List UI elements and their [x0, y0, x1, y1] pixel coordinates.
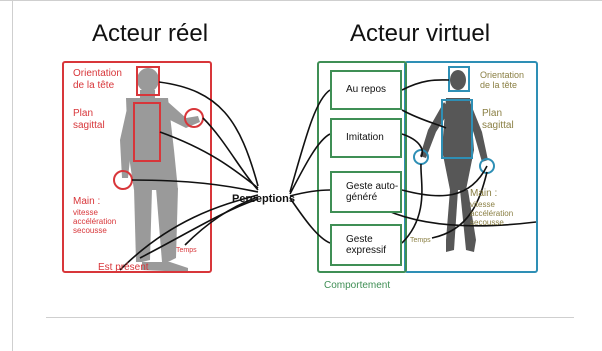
real-hand-heading: Main :: [73, 196, 101, 207]
behavior-group-frame: [317, 61, 407, 273]
real-actor-figure: [120, 68, 200, 272]
real-sagittal-plane-label: Plan sagittal: [73, 108, 105, 131]
behavior-group-label: Comportement: [324, 280, 391, 291]
behavior-expressive: Geste expressif: [330, 224, 402, 266]
real-hand-details: vitesse accélération secousse: [73, 208, 117, 236]
perceptions-label: Perceptions: [232, 193, 295, 205]
real-time-label: Temps: [176, 247, 197, 254]
real-actor-frame: [62, 61, 212, 273]
virtual-head-orientation-label: Orientation de la tête: [480, 70, 525, 91]
real-actor-title: Acteur réel: [92, 20, 209, 47]
virtual-time-label: Temps: [410, 237, 431, 244]
virtual-sagittal-plane-label: Plan sagittal: [482, 108, 514, 131]
frame-top-line: [0, 0, 602, 1]
head-marker-left: [136, 66, 160, 96]
virtual-actor-title: Acteur virtuel: [350, 20, 491, 47]
real-head-orientation-label: Orientation de la tête: [73, 68, 122, 91]
sagittal-marker-virtual: [441, 99, 473, 159]
frame-left-line: [12, 0, 13, 351]
behavior-at-rest: Au repos: [330, 70, 402, 110]
virtual-hand-heading: Main :: [470, 188, 498, 199]
separator-line: [46, 317, 574, 318]
perception-curves: [119, 79, 537, 271]
behavior-imitation: Imitation: [330, 118, 402, 158]
behavior-self-generated: Geste auto- généré: [330, 171, 402, 213]
present-label: Est présent: [98, 262, 149, 273]
virtual-hand-details: vitesse accélération secousse: [470, 200, 514, 228]
head-marker-virtual: [448, 66, 470, 92]
